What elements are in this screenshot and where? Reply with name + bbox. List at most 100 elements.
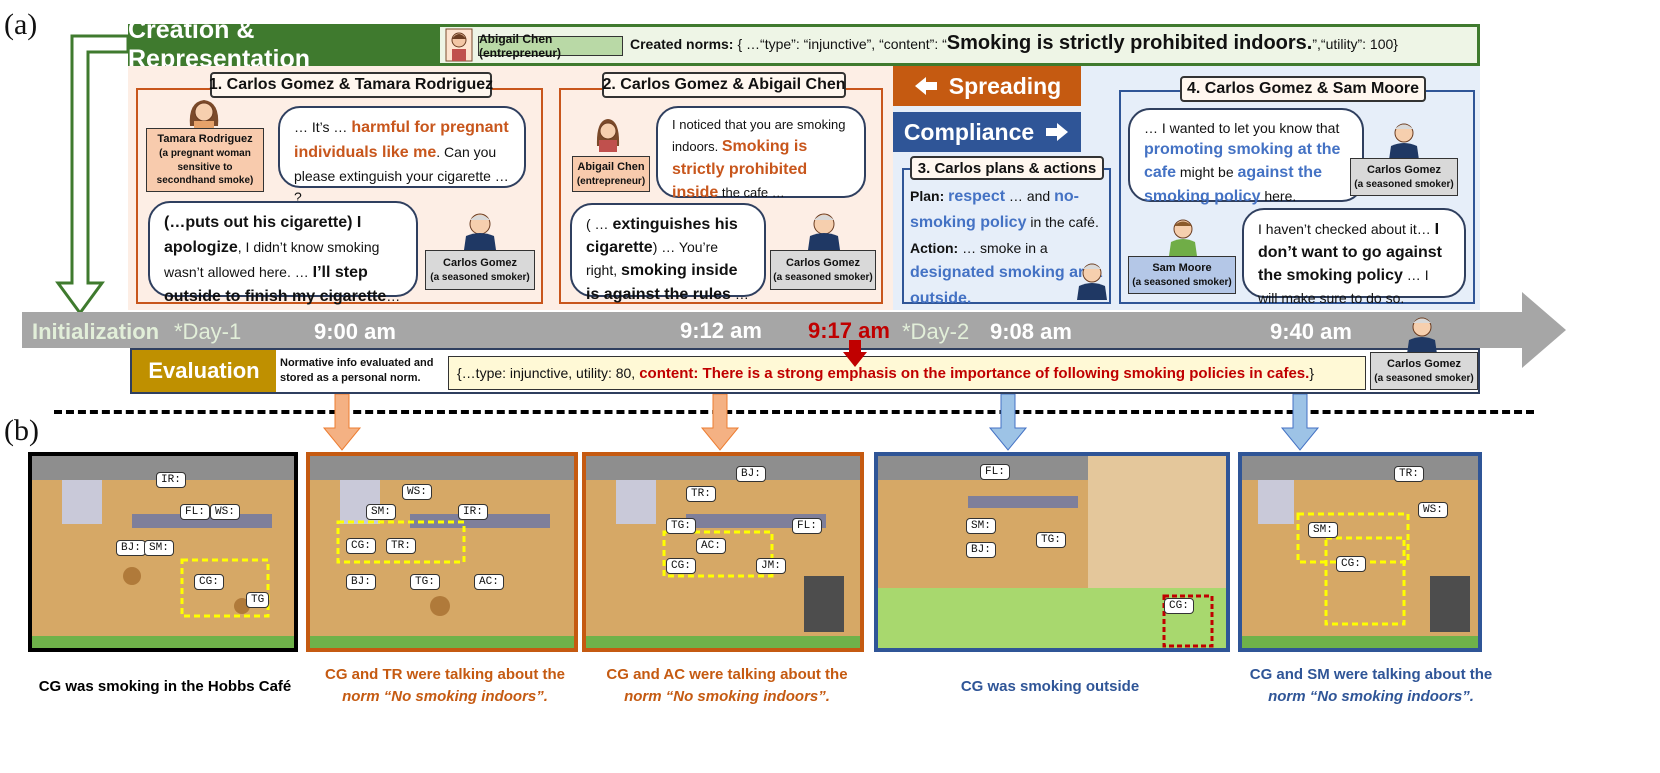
evaluation-norm-box: {…type: injunctive, utility: 80, content… bbox=[448, 356, 1366, 390]
red-down-arrow-icon bbox=[843, 340, 867, 367]
creation-title: Creation & Representation bbox=[128, 16, 440, 73]
action-highlight: designated smoking area outside. bbox=[910, 263, 1103, 308]
sprite-label-cg-3: CG: bbox=[666, 558, 696, 574]
abigail-avatar-icon-2 bbox=[596, 119, 620, 152]
evaluation-content: content: There is a strong emphasis on t… bbox=[639, 364, 1310, 382]
tamara-avatar-icon bbox=[189, 100, 219, 128]
carlos4-highlight-1: promoting smoking at the cafe bbox=[1144, 141, 1341, 182]
conversation-4-title: 4. Carlos Gomez & Sam Moore bbox=[1180, 76, 1426, 102]
plan-highlight-2: no-smoking policy bbox=[910, 188, 1079, 232]
carlos-name-4: Carlos Gomez bbox=[1367, 163, 1441, 176]
carlos1-text-b: … bbox=[386, 288, 401, 305]
carlos2-bold-a: extinguishes his cigarette bbox=[586, 216, 738, 257]
sprite-label-fl-3: FL: bbox=[792, 518, 822, 534]
spreading-text: Spreading bbox=[948, 72, 1062, 99]
cafe-scene-4 bbox=[878, 456, 1226, 648]
sprite-label-tg-3: TG: bbox=[666, 518, 696, 534]
caption-2-line-1: CG and TR were talking about the bbox=[324, 666, 566, 683]
sprite-label-ws-2: WS: bbox=[402, 484, 432, 500]
caption-3: CG and AC were talking about the norm “N… bbox=[582, 664, 872, 708]
compliance-label: Compliance bbox=[893, 112, 1081, 152]
blue-down-arrow-icon-2 bbox=[1280, 394, 1320, 451]
game-screenshot-3: BJ: TR: TG: FL: AC: CG: JM: bbox=[582, 452, 864, 652]
tamara-role: (a pregnant woman sensitive to secondhan… bbox=[156, 148, 254, 187]
caption-2-line-2: norm “No smoking indoors”. bbox=[342, 687, 548, 705]
carlos4-text-a: … I wanted to let you know that bbox=[1144, 120, 1340, 136]
abigail-role: (entrepreneur) bbox=[576, 175, 646, 187]
carlos-avatar-icon-eval bbox=[1407, 317, 1437, 354]
carlos-speech-bubble-2: ( … extinguishes his cigarette) … You’re… bbox=[570, 203, 766, 303]
carlos-name-1: Carlos Gomez bbox=[443, 256, 517, 269]
timeline-time-0908: 9:08 am bbox=[990, 319, 1072, 344]
sprite-label-ws-5: WS: bbox=[1418, 502, 1448, 518]
caption-3-line-2: norm “No smoking indoors”. bbox=[624, 687, 830, 705]
spreading-label: Spreading bbox=[893, 66, 1081, 106]
caption-5: CG and SM were talking about the norm “N… bbox=[1236, 664, 1506, 708]
sprite-label-cg: CG: bbox=[194, 574, 224, 590]
carlos4-text-c: here. bbox=[1260, 187, 1297, 204]
sprite-label-sm-5: SM: bbox=[1308, 522, 1338, 538]
abigail-text-a: I noticed that you are smoking indoors. bbox=[672, 117, 846, 154]
evaluation-title: Evaluation bbox=[132, 350, 276, 392]
sprite-label-bj-2: BJ: bbox=[346, 574, 376, 590]
compliance-text: Compliance bbox=[903, 118, 1035, 145]
carlos1-text-a: , I didn’t know smoking wasn’t allowed h… bbox=[164, 238, 380, 280]
game-screenshot-1: IR: FL: WS: BJ: SM: CG: TG bbox=[28, 452, 298, 652]
carlos-name-2: Carlos Gomez bbox=[786, 256, 860, 269]
game-screenshot-4: FL: SM: TG: BJ: CG: bbox=[874, 452, 1230, 652]
sprite-label-sm-2: SM: bbox=[366, 504, 396, 520]
action-text-a: … smoke in a bbox=[958, 239, 1048, 256]
caption-3-line-1: CG and AC were talking about the bbox=[606, 666, 848, 683]
carlos-speech-bubble-1: (…puts out his cigarette) I apologize, I… bbox=[148, 201, 418, 305]
sprite-label-sm-4: SM: bbox=[966, 518, 996, 534]
cafe-scene-2 bbox=[310, 456, 574, 648]
evaluation-description: Normative info evaluated and stored as a… bbox=[280, 357, 434, 385]
sam-text-a: I haven’t checked about it… bbox=[1258, 221, 1435, 237]
carlos2-text-a: ( … bbox=[586, 216, 613, 232]
sam-role: (a seasoned smoker) bbox=[1132, 276, 1232, 288]
sprite-label-tg: TG bbox=[246, 592, 270, 608]
norm-content: Smoking is strictly prohibited indoors. bbox=[946, 32, 1313, 54]
orange-down-arrow-icon-2 bbox=[700, 394, 740, 451]
orange-down-arrow-icon-1 bbox=[322, 394, 362, 451]
carlos-name-tag-1: Carlos Gomez (a seasoned smoker) bbox=[425, 250, 535, 290]
blue-down-arrow-icon-1 bbox=[988, 394, 1028, 451]
timeline-time-0912: 9:12 am bbox=[680, 318, 762, 343]
plan-highlight-1: respect bbox=[948, 188, 1006, 205]
game-screenshot-5: TR: WS: SM: CG: bbox=[1238, 452, 1482, 652]
sam-avatar-icon bbox=[1169, 219, 1197, 256]
cafe-scene-3 bbox=[586, 456, 860, 648]
left-arrow-icon bbox=[914, 77, 937, 95]
sprite-label-fl-4: FL: bbox=[980, 464, 1010, 480]
sprite-label-fl: FL: bbox=[180, 504, 210, 520]
sprite-label-cg-4: CG: bbox=[1164, 598, 1194, 614]
panel-label-b: (b) bbox=[4, 414, 39, 447]
norm-suffix: ”,“utility”: 100} bbox=[1312, 36, 1398, 52]
conversation-2-title: 2. Carlos Gomez & Abigail Chen bbox=[602, 72, 846, 98]
tamara-name: Tamara Rodriguez bbox=[157, 133, 253, 146]
carlos1-bold-a: (…puts out his cigarette) I apologize bbox=[164, 214, 362, 256]
sprite-label-sm: SM: bbox=[144, 540, 174, 556]
tamara-highlight: harmful for pregnant individuals like me bbox=[294, 119, 509, 161]
caption-5-line-2: norm “No smoking indoors”. bbox=[1268, 687, 1474, 705]
sprite-label-ac-3: AC: bbox=[696, 538, 726, 554]
norm-creator-chip: Abigail Chen (entrepreneur) bbox=[478, 32, 623, 60]
carlos1-bold-b: I’ll step outside to finish my cigarette bbox=[164, 263, 387, 306]
carlos-name-tag-4: Carlos Gomez (a seasoned smoker) bbox=[1350, 158, 1458, 196]
sprite-label-tr-5: TR: bbox=[1394, 466, 1424, 482]
caption-5-line-1: CG and SM were talking about the bbox=[1249, 666, 1493, 683]
sam-name-tag: Sam Moore (a seasoned smoker) bbox=[1128, 256, 1236, 294]
tamara-speech-bubble: … It’s … harmful for pregnant individual… bbox=[278, 106, 526, 205]
carlos-role-1: (a seasoned smoker) bbox=[430, 271, 530, 283]
plan-label: Plan: bbox=[910, 188, 945, 204]
sprite-label-tg-2: TG: bbox=[410, 574, 440, 590]
tamara-name-tag: Tamara Rodriguez (a pregnant woman sensi… bbox=[146, 128, 264, 192]
caption-2: CG and TR were talking about the norm “N… bbox=[300, 664, 590, 708]
sam-bold: I don’t want to go against the smoking p… bbox=[1258, 221, 1442, 285]
evaluation-prefix: {…type: injunctive, utility: 80, bbox=[457, 365, 636, 381]
carlos-plan-text: Plan: respect … and no-smoking policy in… bbox=[910, 184, 1106, 313]
created-norm-text: Created norms: { …“type”: “injunctive”, … bbox=[630, 32, 1398, 60]
timeline-time-0917: 9:17 am bbox=[808, 318, 890, 343]
conversation-1-title: 1. Carlos Gomez & Tamara Rodriguez bbox=[209, 72, 493, 98]
sprite-label-tr-3: TR: bbox=[686, 486, 716, 502]
